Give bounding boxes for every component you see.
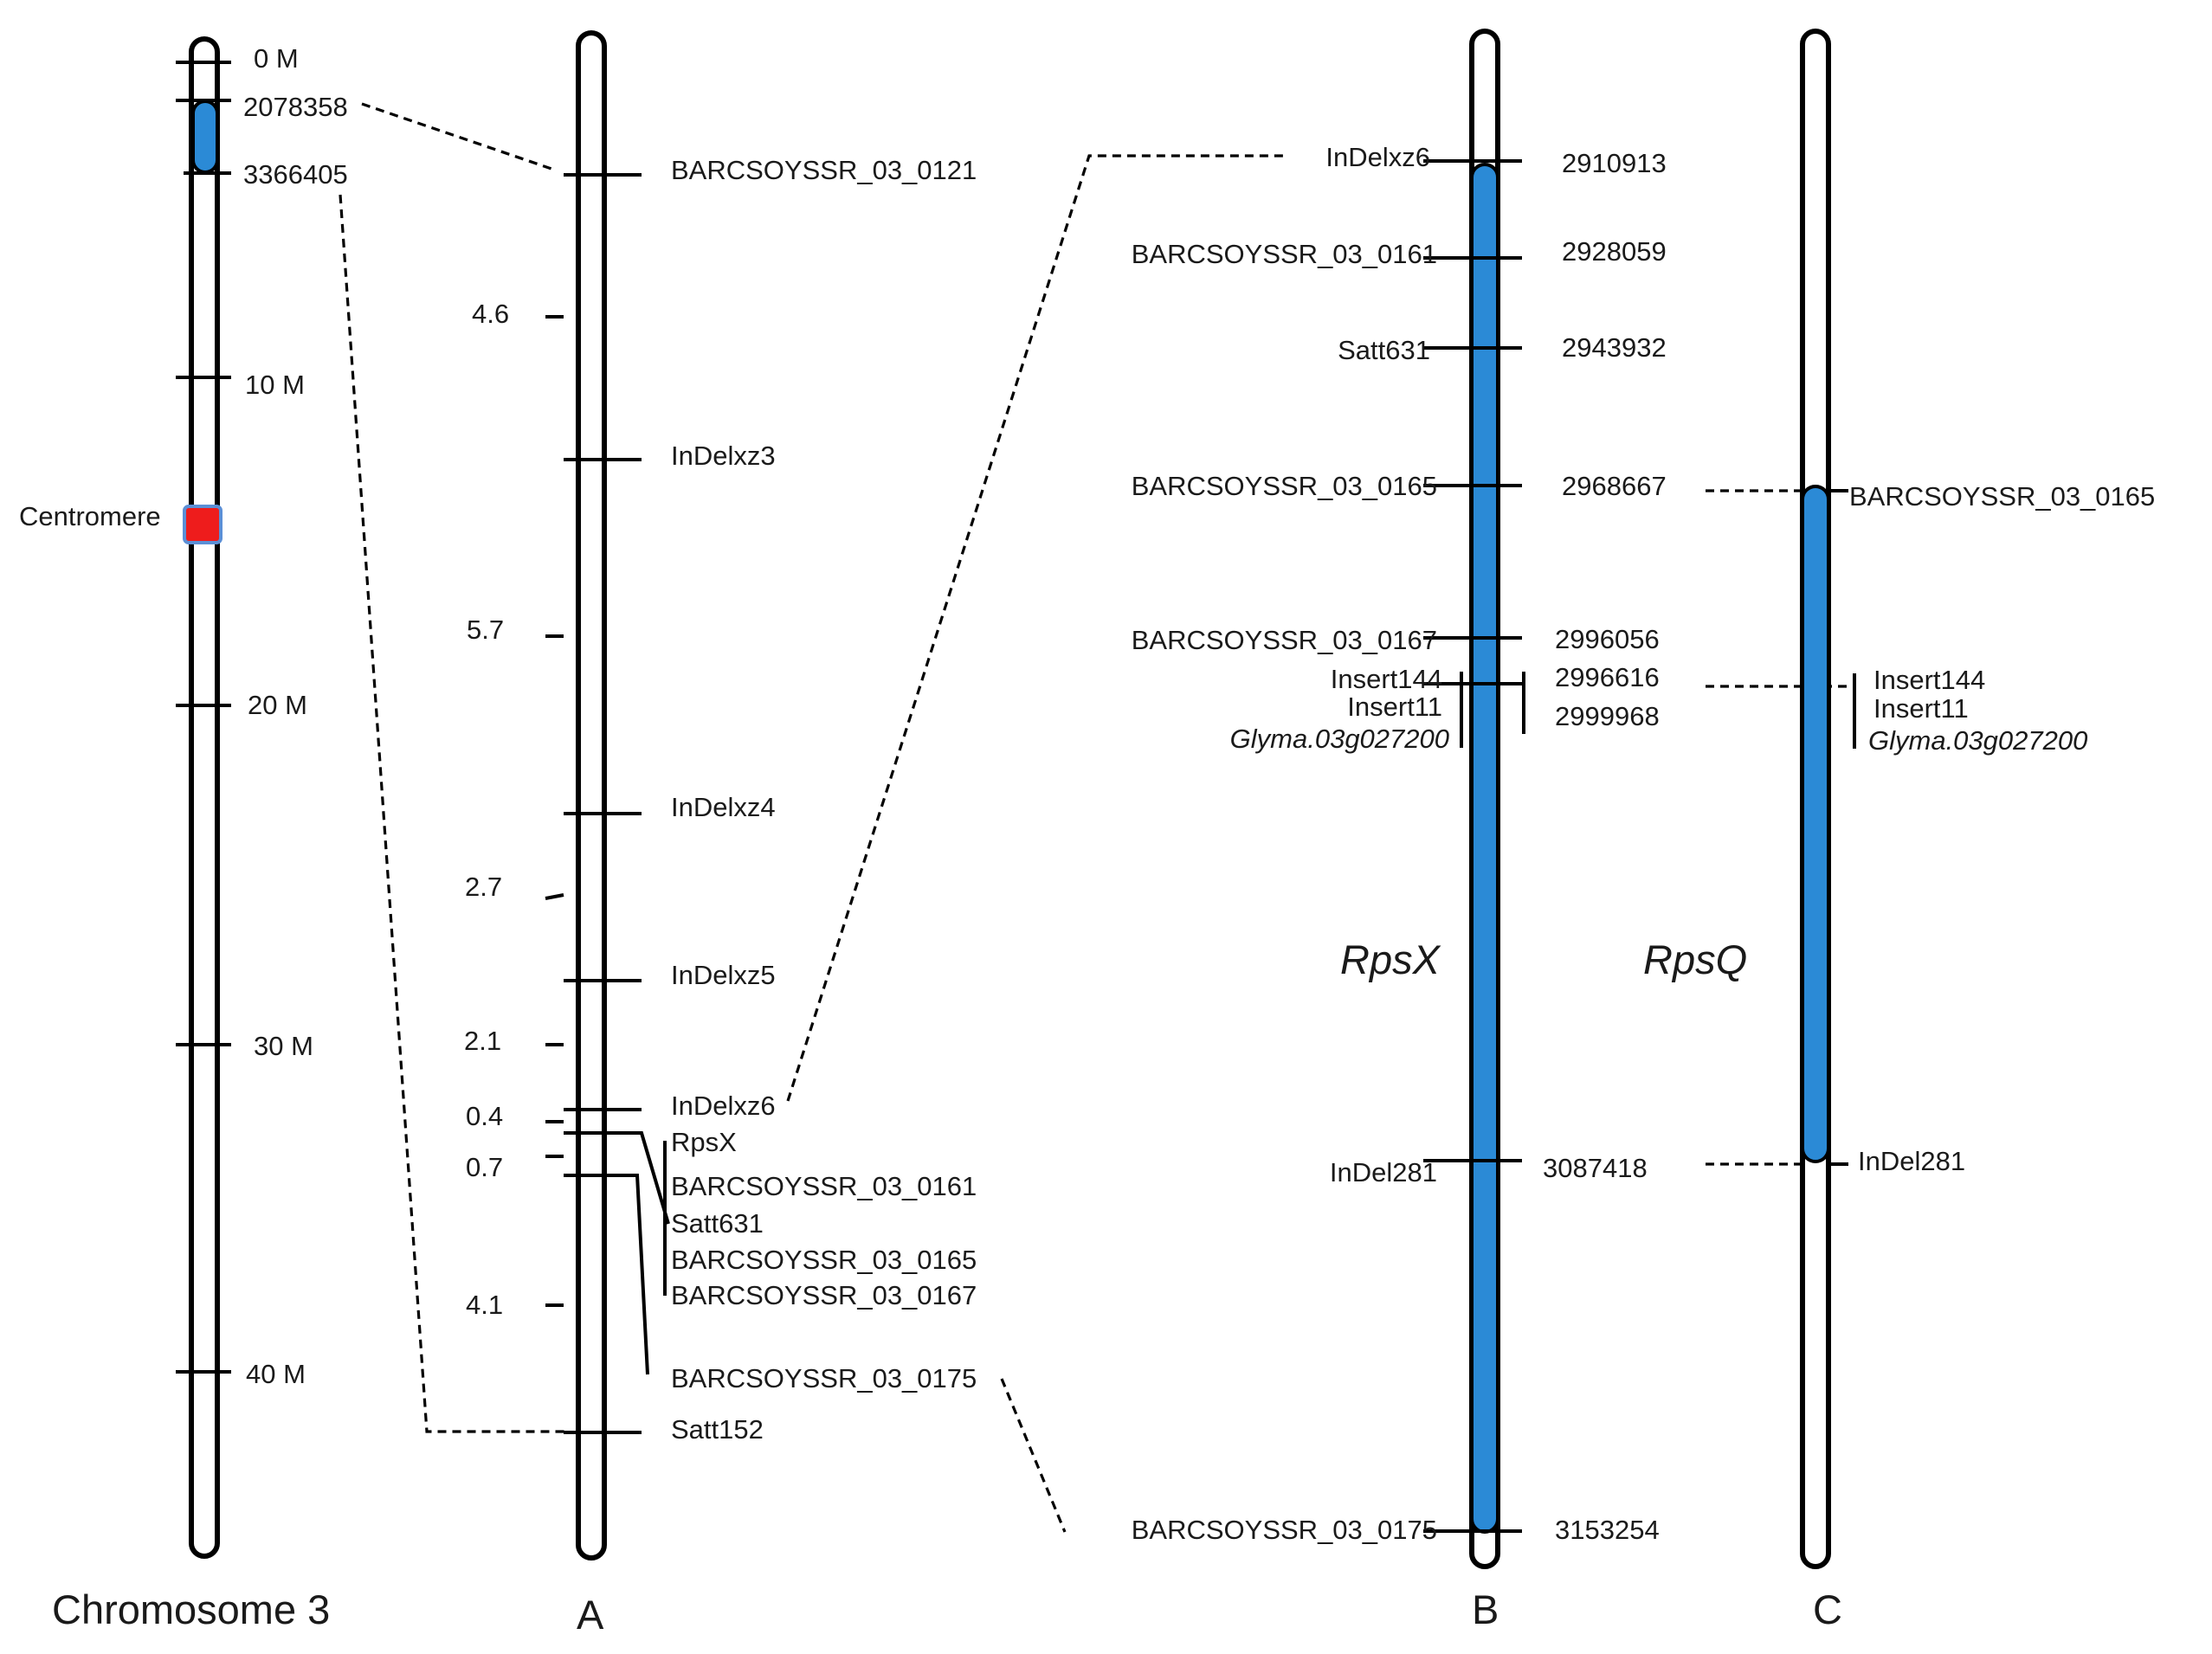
b-position-label: 2943932 [1562,332,1667,363]
marker-label-indelxz3: InDelxz3 [671,441,776,471]
panel-c-physical-map: BARCSOYSSR_03_0165 InDel281 Insert144 In… [1643,29,2155,1632]
panel-b-physical-map: InDelxz6 BARCSOYSSR_03_0161 Satt631 BARC… [1132,29,1667,1632]
b-insert-label-glyma-03g027200: Glyma.03g027200 [1230,724,1449,754]
panel-a-linkage-map: BARCSOYSSR_03_0121 InDelxz3 InDelxz4 InD… [464,30,977,1638]
c-insert-label-insert144: Insert144 [1873,665,1985,695]
b-marker-label-satt631: Satt631 [1338,335,1430,365]
b-position-label: 2996056 [1555,624,1660,654]
marker-label-indelxz4: InDelxz4 [671,792,776,822]
connector-indelxz6-a-to-b [786,154,1286,1102]
gene-label-rpsq: RpsQ [1643,936,1747,982]
c-marker-label-barcsoyssr-03-0165: BARCSOYSSR_03_0165 [1849,481,2155,512]
scale-label-40m: 40 M [246,1359,306,1389]
cluster-label-satt631: Satt631 [671,1208,764,1239]
distance-label: 4.6 [472,299,509,329]
b-position-label: 3087418 [1543,1153,1648,1183]
panel-a-label: A [577,1592,604,1638]
chromosome-3-bar [189,36,220,1559]
b-position-label: 2968667 [1562,471,1667,501]
b-position-label: 2928059 [1562,236,1667,267]
c-insert-label-glyma-03g027200: Glyma.03g027200 [1868,725,2087,756]
distance-label: 0.4 [466,1101,503,1131]
marker-label-barcsoyssr-03-0175: BARCSOYSSR_03_0175 [671,1363,977,1393]
distance-label: 4.1 [466,1290,503,1320]
b-marker-label-barcsoyssr-03-0175: BARCSOYSSR_03_0175 [1132,1515,1437,1545]
b-position-label: 2999968 [1555,701,1660,731]
b-position-label: 2910913 [1562,148,1667,178]
region-end-label: 3366405 [243,159,348,190]
chromosome-3-title: Chromosome 3 [52,1586,330,1632]
distance-label: 5.7 [467,615,504,645]
connector-region-end-to-a [339,194,570,1433]
b-insert-label-insert11: Insert11 [1347,692,1442,722]
rpsx-interval-line-upper [564,1131,670,1225]
b-marker-label-barcsoyssr-03-0161: BARCSOYSSR_03_0161 [1132,239,1437,269]
distance-label: 2.7 [465,872,502,902]
centromere-marker [183,505,222,544]
chromosome-3-panel: 0 M 10 M 20 M 30 M 40 M 2078358 3366405 … [19,36,348,1632]
scale-label-20m: 20 M [248,690,307,720]
b-marker-label-indelxz6: InDelxz6 [1325,142,1430,172]
marker-label-satt152: Satt152 [671,1414,764,1445]
panel-a-bar [576,30,607,1561]
b-position-label: 2996616 [1555,662,1660,692]
marker-label-indelxz6: InDelxz6 [671,1091,776,1121]
chromosome-3-candidate-region [191,100,219,174]
centromere-label: Centromere [19,501,161,531]
gene-label-rpsx: RpsX [1340,936,1441,982]
distance-tick [545,893,564,900]
scale-label-10m: 10 M [245,370,305,400]
scale-label-30m: 30 M [254,1031,313,1061]
panel-b-rpsx-region [1470,163,1499,1534]
distance-label: 0.7 [466,1152,503,1182]
c-insert-label-insert11: Insert11 [1873,693,1969,724]
b-marker-label-indel281: InDel281 [1330,1157,1437,1187]
cluster-label-rpsx: RpsX [671,1127,737,1157]
b-marker-label-barcsoyssr-03-0165: BARCSOYSSR_03_0165 [1132,471,1437,501]
b-insert-label-insert144: Insert144 [1331,664,1442,694]
cluster-label-barcsoyssr-03-0167: BARCSOYSSR_03_0167 [671,1280,977,1310]
connector-0175-a-to-b [1000,1378,1067,1533]
c-marker-label-indel281: InDel281 [1858,1146,1965,1176]
marker-label-barcsoyssr-03-0121: BARCSOYSSR_03_0121 [671,155,977,185]
rpsx-interval-line-lower [564,1174,649,1375]
panel-b-label: B [1472,1586,1499,1632]
region-start-label: 2078358 [243,92,348,122]
distance-label: 2.1 [464,1026,501,1056]
scale-label-0m: 0 M [254,43,299,74]
cluster-label-barcsoyssr-03-0165: BARCSOYSSR_03_0165 [671,1245,977,1275]
panel-c-rpsq-region [1801,485,1830,1163]
panel-c-label: C [1813,1586,1842,1632]
b-position-label: 3153254 [1555,1515,1660,1545]
b-marker-label-barcsoyssr-03-0167: BARCSOYSSR_03_0167 [1132,625,1437,655]
connector-region-start-to-a [361,102,555,171]
cluster-label-barcsoyssr-03-0161: BARCSOYSSR_03_0161 [671,1171,977,1201]
marker-label-indelxz5: InDelxz5 [671,960,776,990]
